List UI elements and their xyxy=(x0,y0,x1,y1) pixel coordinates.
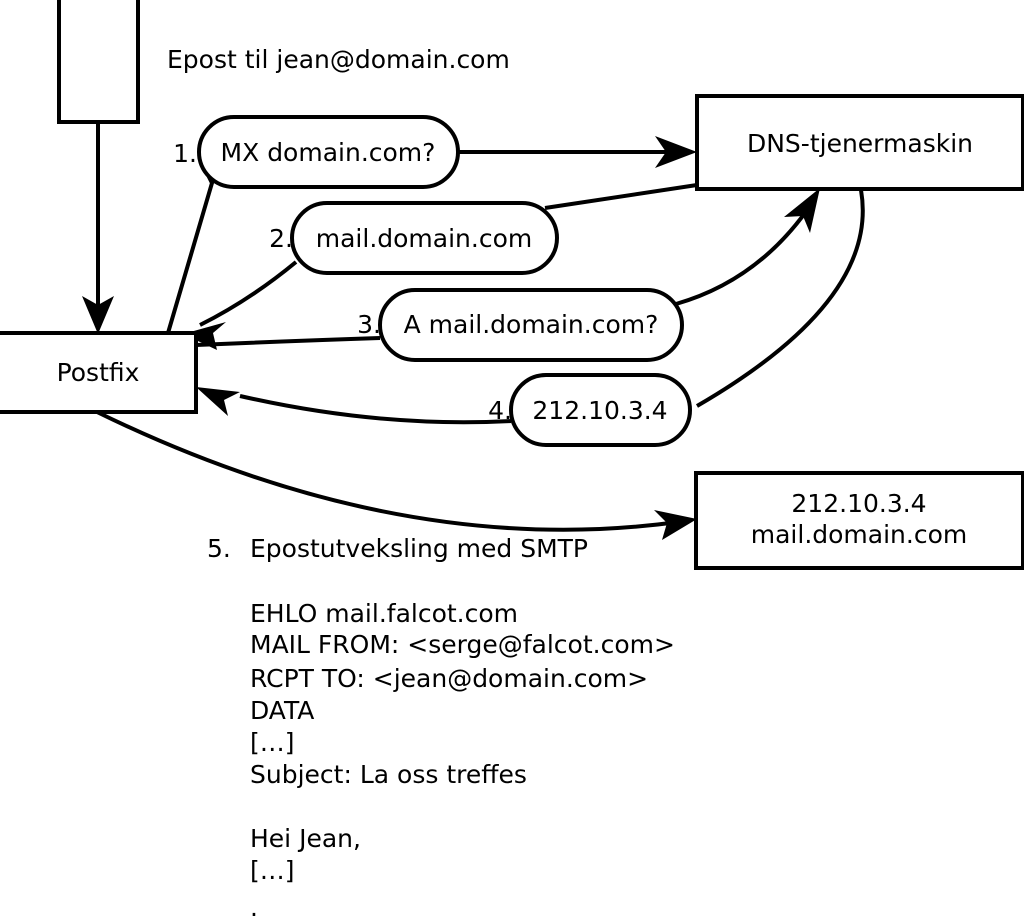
node-dns-box xyxy=(695,94,1024,191)
step-5-number: 5. xyxy=(207,534,231,563)
step-5-label: Epostutveksling med SMTP xyxy=(250,534,588,563)
step-3-pill xyxy=(378,288,684,362)
step-2-pill xyxy=(290,201,559,275)
smtp-line-8: […] xyxy=(250,856,295,885)
edge-step3-postfix-to-dns xyxy=(195,188,820,347)
smtp-line-2: RCPT TO: <jean@domain.com> xyxy=(250,664,648,693)
step-4-number: 4. xyxy=(488,396,512,425)
node-mailserver-box xyxy=(694,471,1024,570)
smtp-line-1: MAIL FROM: <serge@falcot.com> xyxy=(250,630,675,659)
step-3-group: 3. A mail.domain.com? xyxy=(357,288,684,362)
edge-client-to-postfix xyxy=(82,122,114,334)
node-postfix-label: Postfix xyxy=(57,358,140,387)
step-1-number: 1. xyxy=(173,139,197,168)
step-1-label: MX domain.com? xyxy=(221,138,436,167)
node-postfix-box xyxy=(0,331,198,414)
step-1-group: 1. MX domain.com? xyxy=(173,115,460,189)
node-client-box xyxy=(57,0,140,124)
step-2-number: 2. xyxy=(269,224,293,253)
step-4-group: 4. 212.10.3.4 xyxy=(488,373,692,447)
step-3-label: A mail.domain.com? xyxy=(404,310,659,339)
step-2-label: mail.domain.com xyxy=(316,224,532,253)
smtp-line-4: […] xyxy=(250,728,295,757)
smtp-line-3: DATA xyxy=(250,696,314,725)
smtp-line-5: Subject: La oss treffes xyxy=(250,760,527,789)
smtp-line-0: EHLO mail.falcot.com xyxy=(250,599,518,628)
step-2-group: 2. mail.domain.com xyxy=(269,201,559,275)
step-4-label: 212.10.3.4 xyxy=(532,396,667,425)
node-dns-label: DNS-tjenermaskin xyxy=(747,129,973,158)
node-mailserver-ip: 212.10.3.4 xyxy=(791,489,926,518)
smtp-line-7: Hei Jean, xyxy=(250,824,361,853)
edge-step4-dns-to-postfix xyxy=(196,189,865,425)
smtp-line-9: . xyxy=(250,893,258,919)
step-3-number: 3. xyxy=(357,310,381,339)
step-4-pill xyxy=(509,373,692,447)
step-1-pill xyxy=(197,115,460,189)
edge-step5-postfix-to-mailserver xyxy=(96,410,697,540)
node-mailserver-host: mail.domain.com xyxy=(751,520,967,549)
diagram-title-text: Epost til jean@domain.com xyxy=(167,45,510,74)
